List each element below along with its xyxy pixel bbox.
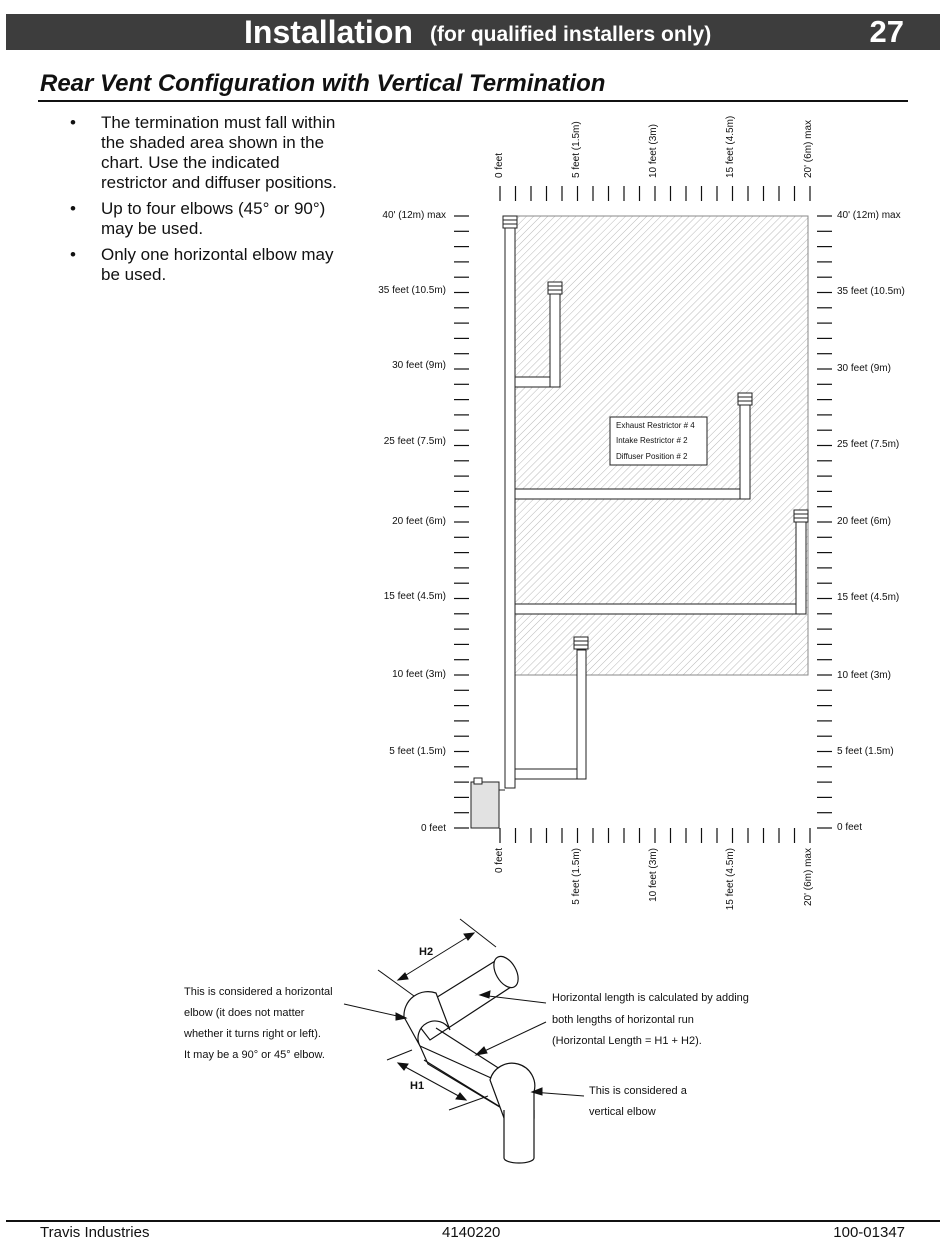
page-number: 27 — [869, 14, 904, 49]
x-label-top: 10 feet (3m) — [648, 124, 659, 178]
footer-doc-number: 4140220 — [442, 1224, 501, 1241]
x-label-top: 15 feet (4.5m) — [725, 116, 736, 178]
instruction-list: • The termination must fall within the sh… — [70, 113, 350, 291]
cap-icon — [793, 509, 809, 523]
y-label-left: 15 feet (4.5m) — [384, 591, 446, 602]
elbow-diagram — [403, 955, 536, 1164]
y-label-left: 40' (12m) max — [382, 210, 446, 221]
dimension-lines — [343, 918, 585, 1111]
header-subtitle: (for qualified installers only) — [430, 23, 712, 46]
intake-restrictor-text: Intake Restrictor # 2 — [616, 436, 688, 445]
note-line: elbow (it does not matter — [184, 1007, 305, 1019]
page-header: Installation (for qualified installers o… — [6, 14, 940, 50]
vertical-elbow-note: This is considered a vertical elbow — [589, 1085, 688, 1118]
note-line: vertical elbow — [589, 1106, 656, 1118]
stove-collar — [473, 777, 483, 785]
y-label-left: 30 feet (9m) — [392, 360, 446, 371]
y-label-right: 20 feet (6m) — [837, 516, 891, 527]
tick-marks — [454, 186, 832, 843]
cap-icon — [737, 392, 753, 406]
riser-pipe-20ft — [795, 521, 807, 615]
riser-pipe-5ft — [576, 649, 587, 780]
x-labels-bottom: 0 feet 5 feet (1.5m) 10 feet (3m) 15 fee… — [494, 848, 814, 910]
stove-unit — [470, 781, 500, 829]
y-label-right: 30 feet (9m) — [837, 363, 891, 374]
footer-company: Travis Industries — [40, 1224, 150, 1241]
vertical-elbow — [489, 1062, 536, 1119]
header-title: Installation — [244, 14, 413, 50]
footer-part-number: 100-01347 — [833, 1224, 905, 1241]
y-label-right: 10 feet (3m) — [837, 670, 891, 681]
x-label-bottom: 10 feet (3m) — [648, 848, 659, 902]
horizontal-elbow-note: This is considered a horizontal elbow (i… — [183, 986, 333, 1061]
y-label-right: 5 feet (1.5m) — [837, 746, 894, 757]
x-labels-top: 0 feet 5 feet (1.5m) 10 feet (3m) 15 fee… — [494, 116, 814, 178]
cap-icon — [547, 281, 563, 295]
branch-pipe-30ft — [514, 376, 551, 388]
bullet-item: • Only one horizontal elbow may be used. — [70, 245, 350, 285]
exhaust-restrictor-text: Exhaust Restrictor # 4 — [616, 421, 695, 430]
note-line: whether it turns right or left). — [183, 1028, 321, 1040]
h1-label: H1 — [410, 1080, 424, 1092]
bullet-dot-icon: • — [70, 245, 76, 264]
bullet-dot-icon: • — [70, 199, 76, 218]
termination-caps — [502, 215, 809, 650]
h2-label: H2 — [419, 946, 433, 958]
note-line: Horizontal length is calculated by addin… — [552, 992, 749, 1004]
riser-pipe-15ft — [739, 404, 751, 500]
y-label-left: 5 feet (1.5m) — [389, 746, 446, 757]
y-label-left: 20 feet (6m) — [392, 516, 446, 527]
riser-pipe-30ft — [549, 293, 561, 388]
x-label-bottom: 20' (6m) max — [803, 848, 814, 906]
cap-icon — [573, 636, 589, 650]
section-title: Rear Vent Configuration with Vertical Te… — [40, 70, 606, 97]
x-label-top: 5 feet (1.5m) — [571, 121, 582, 178]
y-label-left: 35 feet (10.5m) — [378, 285, 446, 296]
horizontal-length-note: Horizontal length is calculated by addin… — [552, 992, 749, 1047]
x-label-bottom: 0 feet — [494, 848, 505, 873]
x-label-bottom: 5 feet (1.5m) — [571, 848, 582, 905]
y-label-right: 25 feet (7.5m) — [837, 439, 899, 450]
note-line: This is considered a — [589, 1085, 688, 1097]
bullet-text: The termination must fall within the sha… — [101, 113, 337, 192]
x-label-top: 0 feet — [494, 153, 505, 178]
branch-pipe-25ft — [514, 488, 741, 500]
branch-pipe-5ft — [514, 768, 578, 780]
section-divider — [38, 100, 908, 102]
bullet-item: • Up to four elbows (45° or 90°) may be u… — [70, 199, 350, 239]
y-labels-right: 40' (12m) max 35 feet (10.5m) 30 feet (9… — [837, 210, 905, 833]
bullet-dot-icon: • — [70, 113, 76, 132]
vertical-pipe — [503, 1110, 535, 1164]
note-line: both lengths of horizontal run — [552, 1014, 694, 1026]
x-label-top: 20' (6m) max — [803, 120, 814, 178]
y-label-right: 35 feet (10.5m) — [837, 286, 905, 297]
horizontal-elbow — [403, 991, 451, 1047]
diffuser-position-text: Diffuser Position # 2 — [616, 452, 688, 461]
vent-pipes — [470, 227, 807, 829]
y-label-right: 0 feet — [837, 822, 862, 833]
bullet-item: • The termination must fall within the sh… — [70, 113, 350, 193]
bullet-text: Only one horizontal elbow may be used. — [101, 245, 334, 284]
h2-pipe-end — [493, 955, 519, 989]
y-label-left: 10 feet (3m) — [392, 669, 446, 680]
y-label-left: 0 feet — [421, 823, 446, 834]
y-label-left: 25 feet (7.5m) — [384, 436, 446, 447]
note-line: This is considered a horizontal — [184, 986, 333, 998]
bullet-text: Up to four elbows (45° or 90°) may be us… — [101, 199, 326, 238]
x-label-bottom: 15 feet (4.5m) — [725, 848, 736, 910]
cap-icon — [502, 215, 518, 229]
y-labels-left: 40' (12m) max 35 feet (10.5m) 30 feet (9… — [378, 210, 446, 834]
note-line: It may be a 90° or 45° elbow. — [184, 1049, 325, 1061]
branch-pipe-15ft — [514, 603, 797, 615]
main-riser-pipe — [504, 227, 516, 789]
y-label-right: 15 feet (4.5m) — [837, 592, 899, 603]
footer-divider — [6, 1220, 940, 1222]
y-label-right: 40' (12m) max — [837, 210, 901, 221]
note-line: (Horizontal Length = H1 + H2). — [552, 1035, 702, 1047]
restrictor-settings-box: Exhaust Restrictor # 4 Intake Restrictor… — [609, 416, 708, 466]
